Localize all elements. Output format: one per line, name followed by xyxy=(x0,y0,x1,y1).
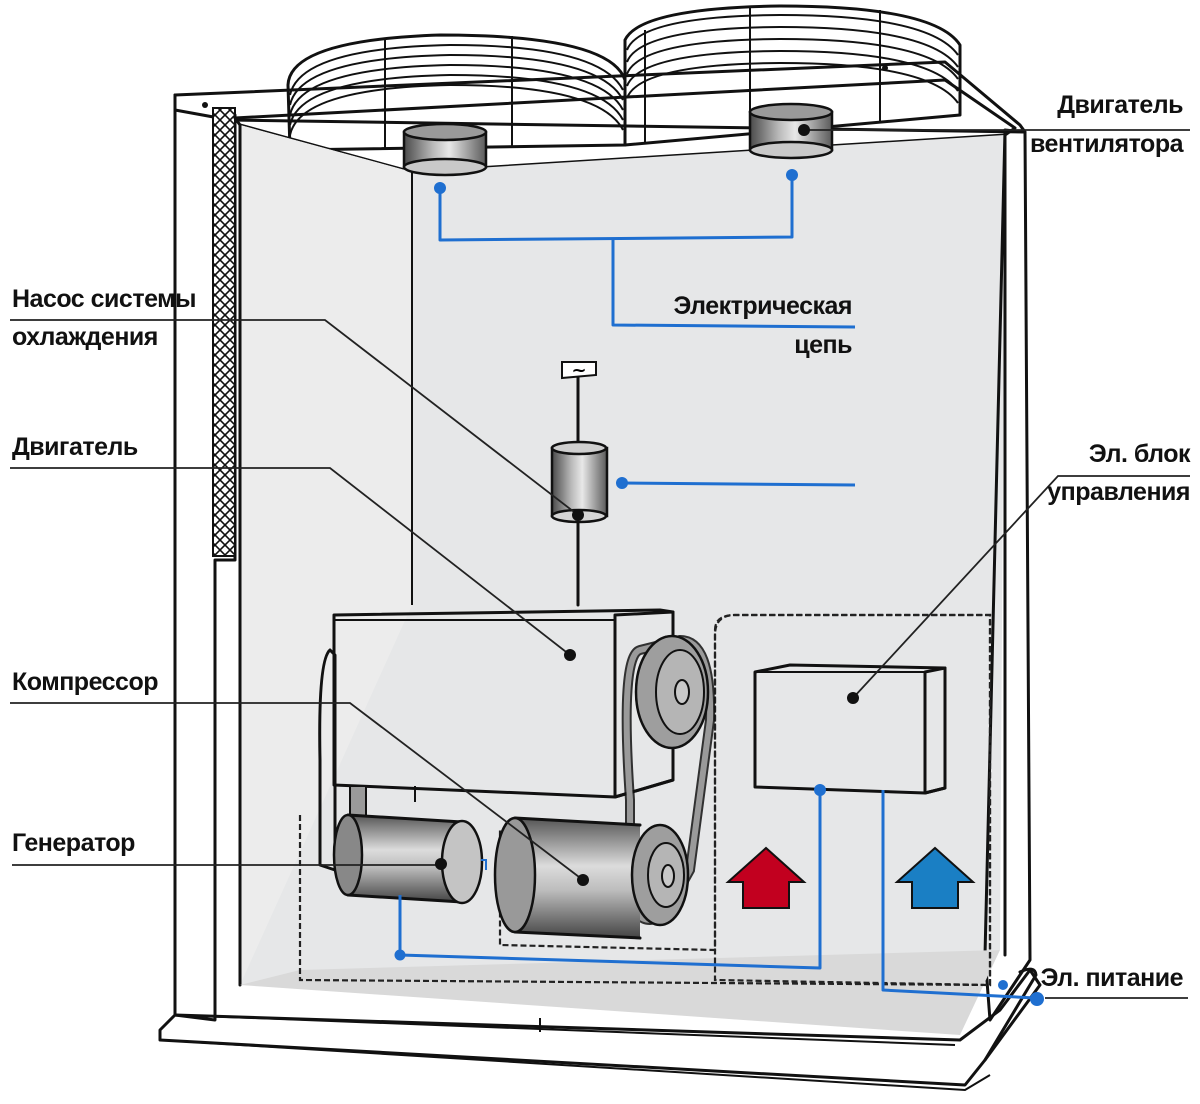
label-electric-circuit-line2: цепь xyxy=(794,331,852,359)
label-electric-circuit: Электрическая цепь xyxy=(673,292,852,359)
ac-symbol: ~ xyxy=(571,360,586,381)
engine xyxy=(318,608,716,925)
hot-air-arrow xyxy=(725,846,807,909)
leader-lines xyxy=(10,124,1190,999)
generator xyxy=(332,813,487,905)
label-generator: Генератор xyxy=(12,829,136,857)
label-generator-line1: Генератор xyxy=(12,829,135,857)
label-coolant-pump-line1: Насос системы xyxy=(12,285,196,313)
label-fan-motor-line2: вентилятора xyxy=(1030,130,1185,158)
label-coolant-pump-line2: охлаждения xyxy=(12,323,158,351)
label-power-supply-line1: Эл. питание xyxy=(1041,964,1184,992)
label-fan-motor: Двигатель вентилятора xyxy=(1030,91,1185,158)
label-control-unit: Эл. блок управления xyxy=(1047,440,1191,506)
label-compressor-line1: Компрессор xyxy=(12,668,158,696)
control-compartment xyxy=(713,613,992,987)
label-power-supply: Эл. питание xyxy=(1041,964,1185,992)
fan-motor-left xyxy=(402,122,488,177)
label-fan-motor-line1: Двигатель xyxy=(1057,91,1183,119)
label-compressor: Компрессор xyxy=(12,668,159,696)
cabinet xyxy=(158,60,1042,1092)
label-control-unit-line1: Эл. блок xyxy=(1089,440,1191,468)
label-engine: Двигатель xyxy=(12,433,138,461)
label-engine-line1: Двигатель xyxy=(12,433,138,461)
label-electric-circuit-line1: Электрическая xyxy=(673,292,852,320)
label-coolant-pump: Насос системы охлаждения xyxy=(12,285,197,351)
control-unit xyxy=(753,663,947,795)
electric-circuit-wiring xyxy=(434,169,856,329)
insulation-panel xyxy=(212,107,236,557)
power-terminal xyxy=(1030,992,1044,1006)
fan-motor-right xyxy=(748,102,834,160)
label-control-unit-line2: управления xyxy=(1047,478,1190,506)
power-supply-wiring xyxy=(394,784,1044,1006)
cold-air-arrow xyxy=(894,846,976,909)
